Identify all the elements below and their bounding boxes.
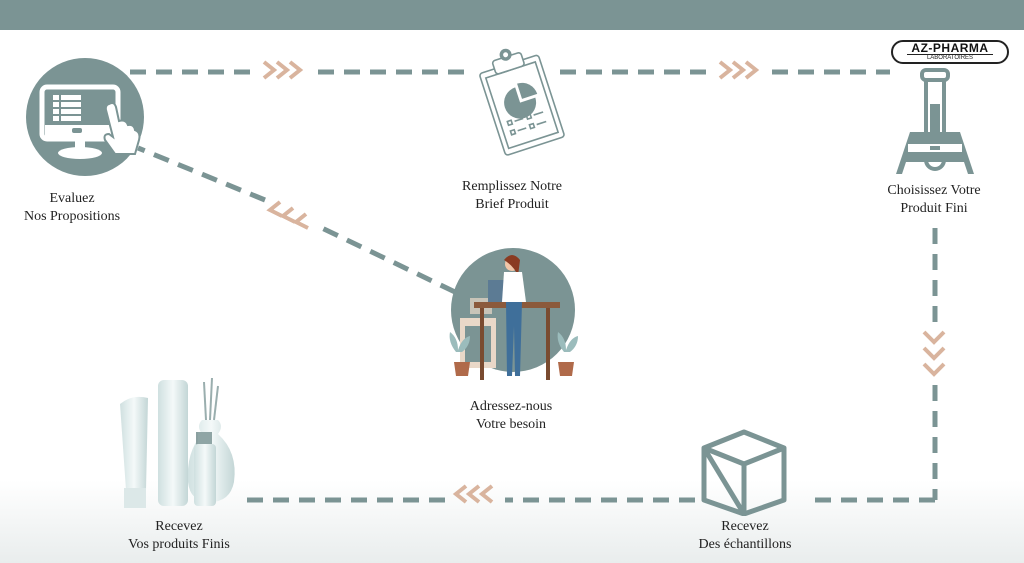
step-need-line2: Votre besoin <box>475 417 547 432</box>
cosmetic-products-icon <box>120 377 235 508</box>
step-brief-line2: Brief Produit <box>475 197 549 212</box>
chevron-left-icon <box>452 484 494 504</box>
step-evaluate-line2: Nos Propositions <box>23 209 121 224</box>
box-icon <box>701 429 787 516</box>
step-samples-line2: Des échantillons <box>698 537 792 552</box>
chevron-up-left-icon <box>266 200 309 230</box>
chevron-down-icon <box>922 330 946 377</box>
connector-need-evaluate <box>320 225 457 295</box>
step-brief-line1: Remplissez Notre <box>462 179 562 194</box>
clipboard-chart-icon <box>479 48 565 156</box>
step-evaluate-line1: Evaluez <box>49 191 95 206</box>
chevron-right-icon-2 <box>718 60 760 80</box>
az-pharma-logo: AZ-PHARMA LABORATOIRES <box>891 40 1009 64</box>
step-choose-line2: Produit Fini <box>900 201 968 216</box>
test-tube-stand-icon <box>896 68 974 174</box>
step-samples-label: Recevez Des échantillons <box>645 518 845 554</box>
step-brief-label: Remplissez Notre Brief Produit <box>412 178 612 214</box>
step-finished-line2: Vos produits Finis <box>128 537 230 552</box>
step-finished-line1: Recevez <box>155 519 203 534</box>
header-bar <box>0 0 1024 30</box>
step-choose-label: Choisissez Votre Produit Fini <box>834 182 1024 218</box>
step-samples-line1: Recevez <box>721 519 769 534</box>
step-choose-line1: Choisissez Votre <box>887 183 981 198</box>
chevron-right-icon-1 <box>262 60 304 80</box>
scientist-microscope-icon <box>449 248 578 380</box>
step-need-line1: Adressez-nous <box>469 399 553 414</box>
step-evaluate-label: Evaluez Nos Propositions <box>0 190 172 226</box>
step-finished-label: Recevez Vos produits Finis <box>79 518 279 554</box>
logo-name: AZ-PHARMA <box>911 41 989 55</box>
step-need-label: Adressez-nous Votre besoin <box>411 398 611 434</box>
computer-touch-icon <box>26 58 144 176</box>
logo-subtitle: LABORATOIRES <box>907 54 993 62</box>
connector-evaluate-arrow <box>137 145 266 203</box>
